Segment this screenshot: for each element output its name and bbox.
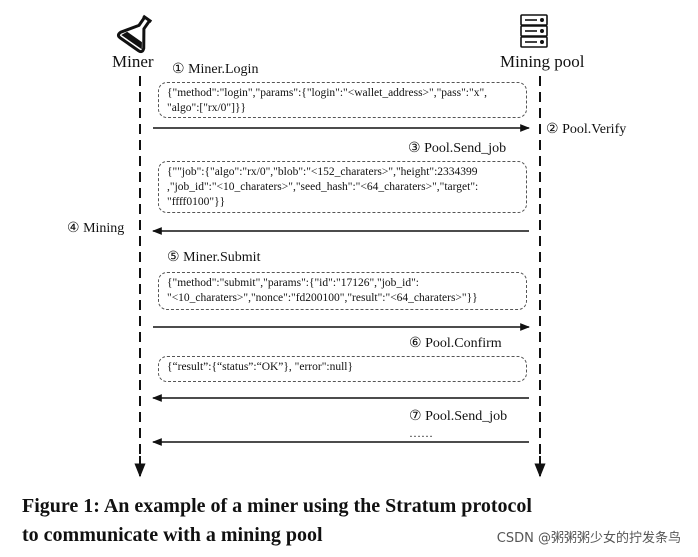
- watermark: CSDN @粥粥粥少女的拧发条鸟: [493, 527, 684, 546]
- step-7-text: Pool.Send_job: [425, 409, 508, 424]
- step-2-text: Pool.Verify: [562, 122, 627, 137]
- step-6-text: Pool.Confirm: [425, 336, 502, 351]
- step-1-text: Miner.Login: [188, 62, 259, 77]
- step-5-text: Miner.Submit: [183, 250, 261, 265]
- miner-label: Miner: [112, 52, 154, 71]
- step-7-number: ⑦: [409, 409, 422, 424]
- step-7-label: ⑦ Pool.Send_job: [409, 409, 507, 425]
- step-3-number: ③: [408, 141, 421, 156]
- job-message-box: {""job":{"algo":"rx/0","blob":"<152_char…: [158, 161, 527, 213]
- step-4-label: ④ Mining: [67, 221, 124, 237]
- figure-caption: Figure 1: An example of a miner using th…: [22, 495, 532, 546]
- pool-label: Mining pool: [500, 52, 585, 71]
- continuation-ellipsis: ……: [409, 426, 433, 440]
- server-icon: [520, 14, 548, 48]
- step-1-number: ①: [172, 62, 185, 77]
- step-3-text: Pool.Send_job: [424, 141, 507, 156]
- step-6-label: ⑥ Pool.Confirm: [409, 336, 502, 352]
- step-1-label: ① Miner.Login: [172, 62, 258, 78]
- step-2-label: ② Pool.Verify: [546, 122, 626, 138]
- step-3-label: ③ Pool.Send_job: [408, 141, 506, 157]
- flask-icon: [116, 14, 153, 54]
- step-6-number: ⑥: [409, 336, 422, 351]
- login-message-box: {"method":"login","params":{"login":"<wa…: [158, 82, 527, 118]
- step-5-number: ⑤: [167, 250, 180, 265]
- step-4-text: Mining: [83, 221, 125, 236]
- submit-message-box: {"method":"submit","params":{"id":"17126…: [158, 272, 527, 310]
- step-4-number: ④: [67, 221, 80, 236]
- step-5-label: ⑤ Miner.Submit: [167, 250, 260, 266]
- confirm-message-box: {“result”:{“status”:“OK”}, "error":null}: [158, 356, 527, 382]
- step-2-number: ②: [546, 122, 559, 137]
